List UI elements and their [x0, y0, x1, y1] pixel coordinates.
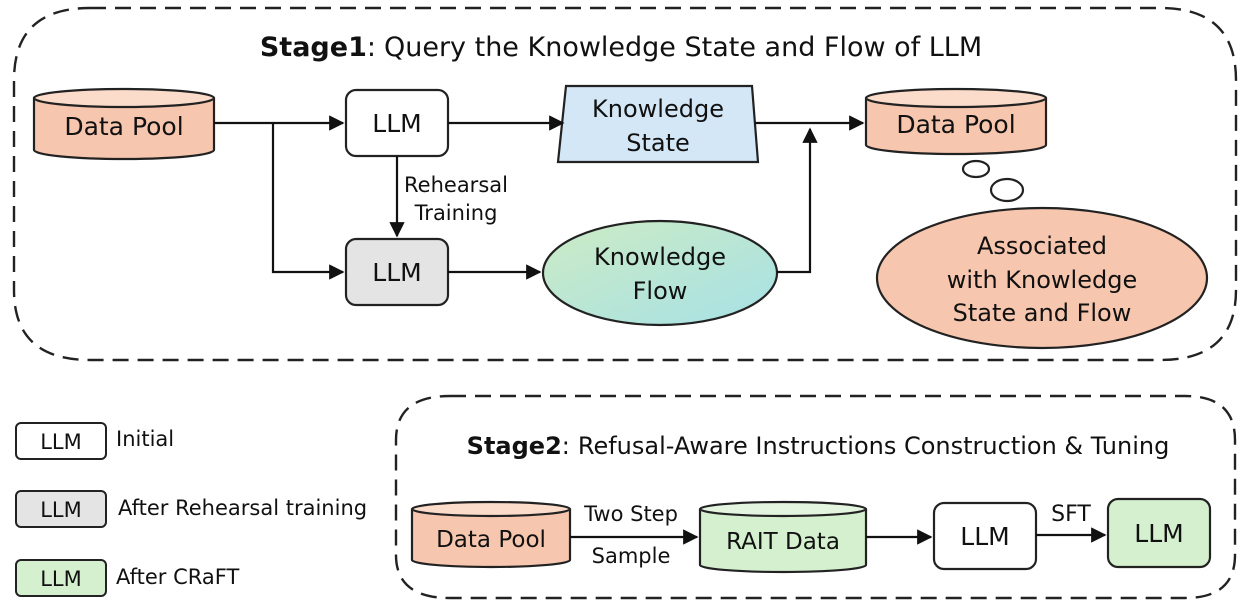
rait-data-body	[698, 509, 868, 574]
edge-flow-to-pool	[777, 127, 818, 274]
legend-craft: LLM After CRaFT	[15, 559, 239, 597]
stage1-data-pool-out-body	[864, 98, 1048, 156]
legend-rehearsal: LLM After Rehearsal training	[15, 490, 367, 528]
legend-craft-text: After CRaFT	[116, 565, 239, 589]
stage2-llm-craft-label: LLM	[1134, 519, 1183, 548]
stage2-data-pool-body	[410, 509, 572, 569]
legend-rehearsal-box-label: LLM	[40, 498, 82, 522]
stage1-data-pool-body	[32, 98, 216, 161]
stage1-data-pool-top	[32, 87, 216, 109]
stage2-data-pool-node: Data Pool	[410, 500, 572, 569]
stage2-data-pool-top	[410, 500, 572, 518]
knowledge-state-line-1: Knowledge	[592, 95, 724, 123]
knowledge-state-shape	[556, 84, 760, 164]
stage2-llm-initial-label: LLM	[960, 522, 1009, 551]
edge-pool-to-rehearsal-llm	[271, 123, 345, 280]
stage2-data-pool-label: Data Pool	[436, 527, 546, 553]
stage2-title: Stage2: Refusal-Aware Instructions Constr…	[467, 432, 1170, 460]
stage1-title: Stage1: Query the Knowledge State and Flo…	[260, 32, 982, 63]
stage2-llm-craft-node: LLM	[1106, 497, 1212, 569]
stage2-region: Stage2: Refusal-Aware Instructions Constr…	[394, 394, 1237, 600]
stage1-region: Stage1: Query the Knowledge State and Flo…	[12, 6, 1238, 362]
stage1-title-bold: Stage1	[260, 32, 367, 63]
stage1-llm-rehearsal-node: LLM	[344, 237, 450, 307]
legend-initial-box-label: LLM	[40, 430, 82, 454]
rehearsal-training-line-1: Rehearsal	[404, 173, 508, 197]
stage2-dashed-border	[394, 394, 1237, 600]
stage1-title-colon: :	[367, 32, 376, 63]
stage1-data-pool-label: Data Pool	[64, 112, 183, 141]
stage1-data-pool-node: Data Pool	[32, 87, 216, 161]
knowledge-state-node: Knowledge State	[556, 84, 760, 164]
knowledge-flow-line-2: Flow	[633, 277, 688, 305]
stage2-llm-initial-node: LLM	[932, 501, 1038, 571]
stage1-llm-initial-label: LLM	[372, 109, 421, 138]
legend-rehearsal-text: After Rehearsal training	[118, 496, 367, 520]
knowledge-flow-shape	[541, 219, 779, 327]
legend-craft-box-label: LLM	[40, 567, 82, 591]
thought-line-1: Associated	[977, 232, 1107, 260]
knowledge-state-line-2: State	[626, 129, 690, 157]
thought-line-2: with Knowledge	[947, 266, 1137, 294]
thought-bubble-medium	[989, 177, 1025, 203]
two-step-label: Two Step	[583, 502, 678, 526]
thought-line-3: State and Flow	[953, 299, 1132, 327]
thought-bubble-small	[961, 159, 991, 179]
stage2-llm-craft-box	[1106, 497, 1212, 569]
stage1-data-pool-out-node: Data Pool	[864, 87, 1048, 156]
thought-bubble-main	[875, 206, 1209, 350]
sample-label: Sample	[592, 544, 671, 568]
sft-label: SFT	[1051, 502, 1091, 527]
legend: LLM Initial LLM After Rehearsal training…	[15, 422, 367, 597]
rait-data-label: RAIT Data	[726, 529, 840, 555]
stage1-title-rest: Query the Knowledge State and Flow of LL…	[384, 32, 982, 63]
legend-rehearsal-swatch	[15, 490, 107, 528]
stage1-llm-initial-node: LLM	[344, 88, 450, 158]
legend-initial-text: Initial	[116, 427, 174, 451]
stage2-title-rest: Refusal-Aware Instructions Construction …	[578, 432, 1169, 460]
stage1-llm-rehearsal-label: LLM	[372, 258, 421, 287]
rait-data-top	[698, 500, 868, 518]
stage2-title-bold: Stage2	[467, 432, 562, 460]
stage1-data-pool-out-top	[864, 87, 1048, 109]
legend-initial: LLM Initial	[15, 422, 174, 460]
stage2-title-colon: :	[562, 432, 570, 460]
thought-bubble: Associated with Knowledge State and Flow	[875, 159, 1209, 350]
rait-data-node: RAIT Data	[698, 500, 868, 574]
stage1-data-pool-out-label: Data Pool	[896, 110, 1015, 139]
knowledge-flow-node: Knowledge Flow	[541, 219, 779, 327]
legend-initial-swatch	[15, 422, 107, 460]
legend-craft-swatch	[15, 559, 107, 597]
knowledge-flow-line-1: Knowledge	[594, 243, 726, 271]
rehearsal-training-line-2: Training	[414, 201, 498, 225]
